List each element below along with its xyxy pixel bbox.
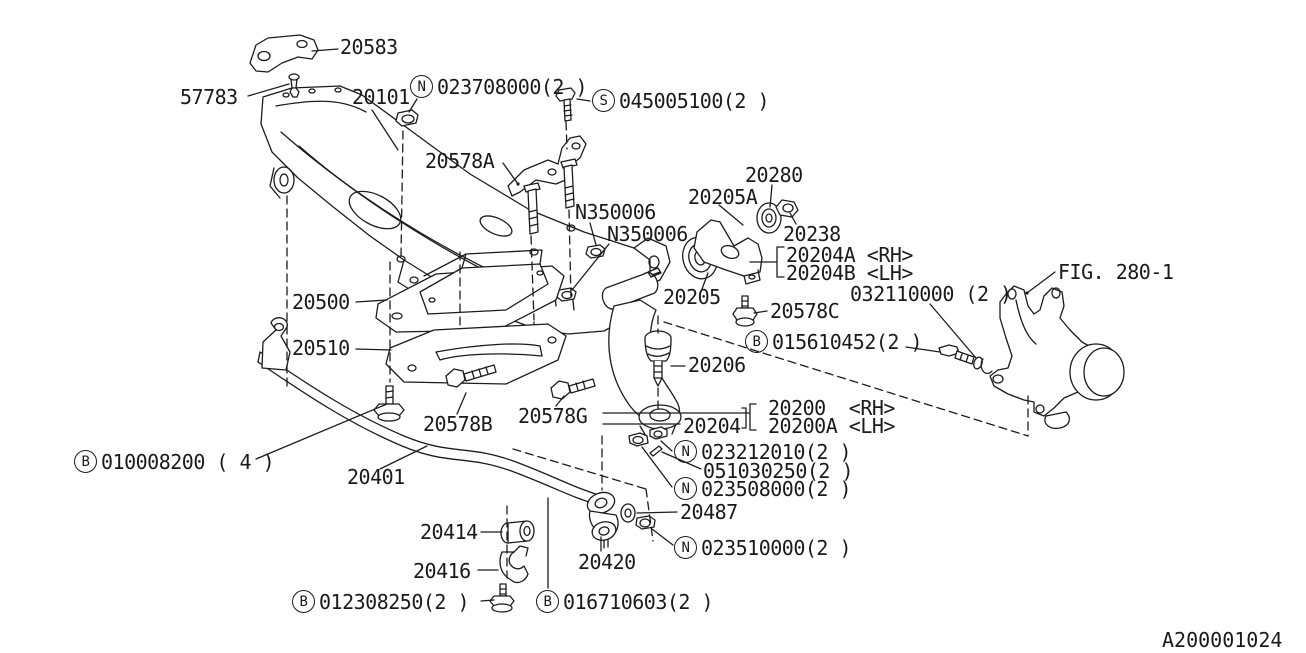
part-label-20487: 20487 [680, 500, 738, 524]
bolt-015610452-drawing [938, 344, 983, 370]
nut-prefix-icon: N [674, 477, 697, 500]
part-label-N350006-b: N350006 [607, 222, 688, 246]
part-label-20401: 20401 [347, 465, 405, 489]
pin-57783-drawing [288, 73, 300, 98]
part-label-20204: 20204 [683, 414, 741, 438]
assembly-dashed-lines [286, 121, 1029, 579]
part-label-015610452: 015610452(2 ) [772, 329, 923, 354]
part-label-051030250: 051030250(2 ) [703, 459, 854, 483]
bracket-20583-drawing [249, 34, 319, 73]
bolt-20578G-drawing [550, 378, 596, 400]
part-label-20101: 20101 [352, 85, 410, 109]
part-label-20205: 20205 [663, 285, 721, 309]
part-label-023708000-group: N 023708000(2 ) [410, 74, 588, 99]
ball-joint-20206-drawing [644, 330, 672, 387]
part-label-N350006-a: N350006 [575, 200, 656, 224]
part-label-023212010-group: N 023212010(2 ) [674, 439, 852, 464]
bolt-012308250-drawing [489, 583, 515, 613]
part-label-016710603-group: B 016710603(2 ) [536, 589, 714, 614]
bolt-prefix-icon: B [74, 450, 97, 473]
part-label-015610452-group: B 015610452(2 ) [745, 329, 923, 354]
nut-023212010-drawing [649, 426, 668, 440]
part-label-012308250-group: B 012308250(2 ) [292, 589, 470, 614]
part-label-20414: 20414 [420, 520, 478, 544]
part-label-20204B-lh: 20204B <LH> [786, 261, 913, 285]
leader-lines [247, 48, 1056, 602]
bracket-20205A-drawing [693, 219, 763, 285]
part-label-045005100: 045005100(2 ) [619, 88, 770, 113]
part-label-045005100-group: S 045005100(2 ) [592, 88, 770, 113]
part-label-20200A-lh: 20200A <LH> [768, 414, 895, 438]
stabilizer-end-bracket-drawing [261, 317, 291, 371]
washer-20280-drawing [756, 202, 782, 234]
part-label-20416: 20416 [413, 559, 471, 583]
part-label-010008200: 010008200 ( 4 ) [101, 449, 275, 474]
figure-ref-label: FIG. 280-1 [1058, 260, 1174, 284]
part-label-023508000-group: N 023508000(2 ) [674, 476, 852, 501]
part-label-023212010: 023212010(2 ) [701, 439, 852, 464]
part-label-023510000-group: N 023510000(2 ) [674, 535, 852, 560]
knuckle-fig280-drawing [989, 285, 1125, 430]
screw-prefix-icon: S [592, 89, 615, 112]
bracket-20500-drawing [375, 249, 565, 333]
pin-051030250-drawing [649, 445, 663, 457]
part-label-20280: 20280 [745, 163, 803, 187]
nut-prefix-icon: N [674, 440, 697, 463]
part-label-57783: 57783 [180, 85, 238, 109]
plate-20510-drawing [385, 323, 567, 385]
part-label-20583: 20583 [340, 35, 398, 59]
part-label-20205A: 20205A [688, 185, 758, 209]
part-label-20510: 20510 [292, 336, 350, 360]
part-label-20420: 20420 [578, 550, 636, 574]
clamp-20416-drawing [499, 545, 529, 584]
bolt-prefix-icon: B [292, 590, 315, 613]
bolt-20578C-drawing [732, 295, 758, 327]
part-label-20578A: 20578A [425, 149, 495, 173]
bolt-20578B-drawing [445, 364, 497, 388]
part-label-20500: 20500 [292, 290, 350, 314]
bolt-prefix-icon: B [536, 590, 559, 613]
nut-prefix-icon: N [674, 536, 697, 559]
washer-20487-drawing [620, 503, 636, 523]
link-20420-drawing [586, 491, 619, 549]
nut-023708000-drawing [395, 109, 419, 127]
screw-045005100-drawing [555, 87, 576, 122]
part-label-023508000: 023508000(2 ) [701, 476, 852, 501]
part-label-010008200-group: B 010008200 ( 4 ) [74, 449, 275, 474]
nut-023510000-drawing [635, 515, 656, 530]
nut-023508000-drawing [628, 432, 649, 447]
nut-20238-drawing [775, 199, 799, 218]
nut-prefix-icon: N [410, 75, 433, 98]
part-label-20578C: 20578C [770, 299, 840, 323]
bolt-010008200-drawing [373, 385, 405, 422]
part-label-20238: 20238 [783, 222, 841, 246]
part-label-20578G: 20578G [518, 404, 588, 428]
bracket-20578A-drawing [507, 135, 587, 235]
clip-032110000-drawing [980, 358, 993, 375]
bushing-20414-drawing [500, 520, 535, 544]
part-label-012308250: 012308250(2 ) [319, 589, 470, 614]
part-label-20578B: 20578B [423, 412, 493, 436]
part-label-20206: 20206 [688, 353, 746, 377]
part-label-20204A-rh: 20204A <RH> [786, 243, 913, 267]
part-label-016710603: 016710603(2 ) [563, 589, 714, 614]
diagram-code: A200001024 [1162, 628, 1283, 652]
part-label-023708000: 023708000(2 ) [437, 74, 588, 99]
part-label-20200-rh: 20200 <RH> [768, 396, 895, 420]
part-label-032110000: 032110000 (2 ) [850, 282, 1012, 306]
bolt-prefix-icon: B [745, 330, 768, 353]
part-label-023510000: 023510000(2 ) [701, 535, 852, 560]
